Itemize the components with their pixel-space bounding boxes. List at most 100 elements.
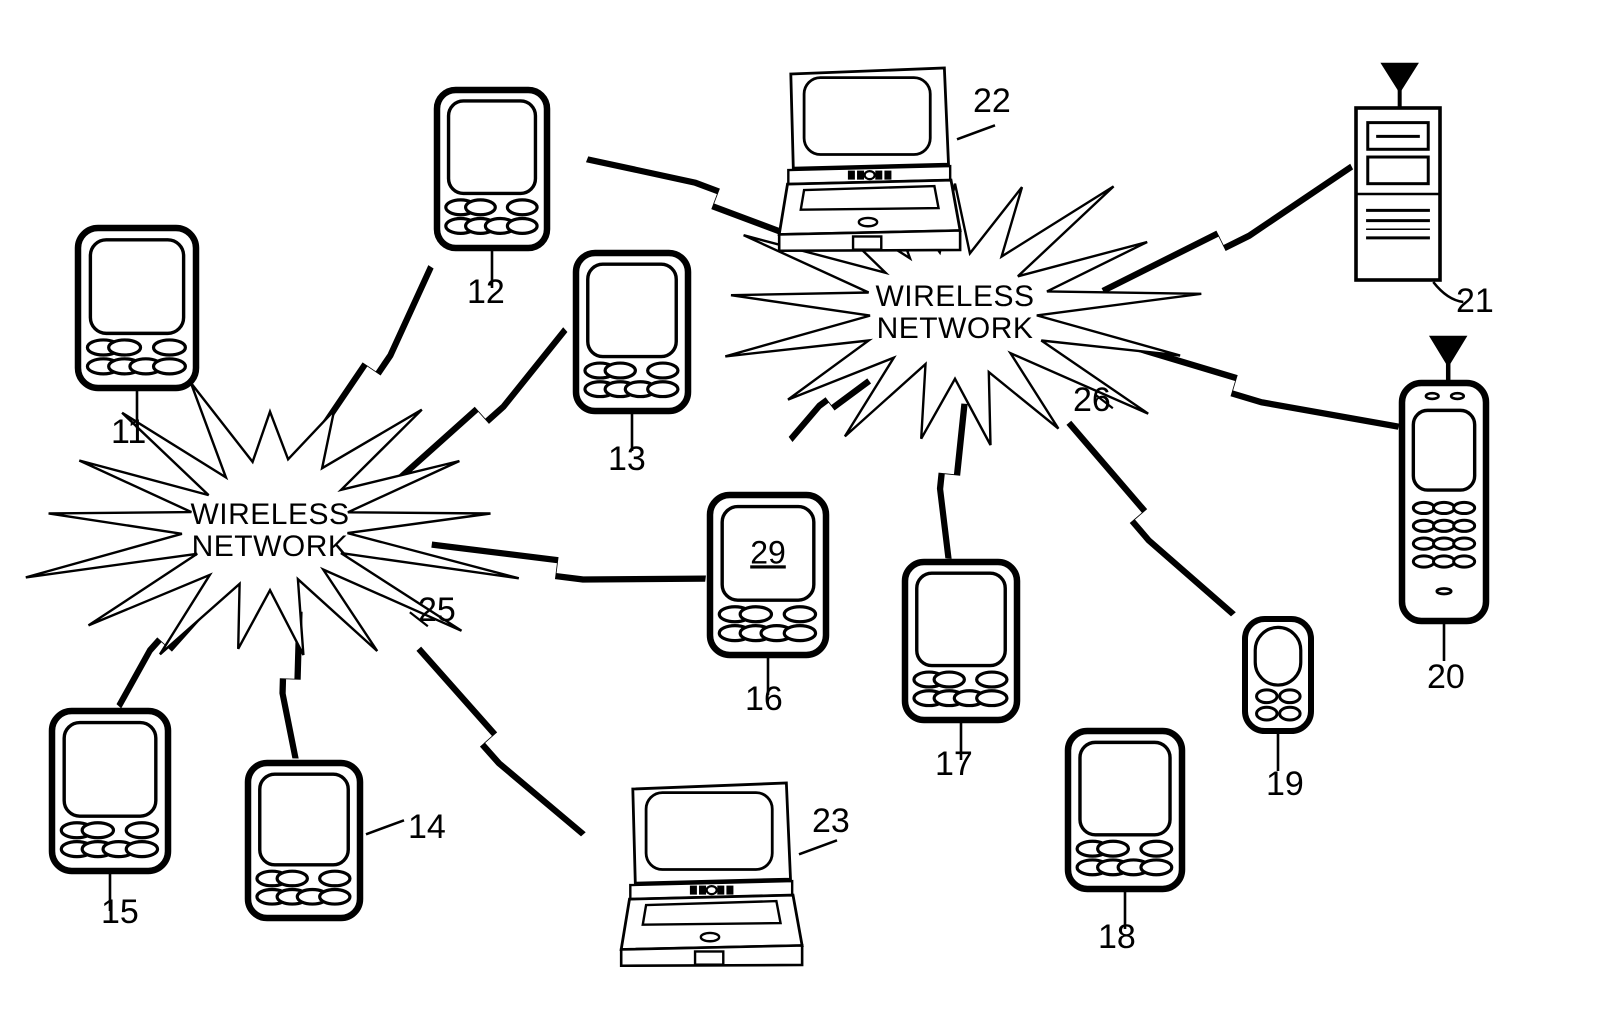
pda-button[interactable] [646, 380, 680, 399]
ref-20: 20 [1427, 658, 1465, 696]
pager-button[interactable] [1255, 705, 1279, 722]
laptop-keyboard[interactable] [641, 899, 782, 926]
network-label-line2: NETWORK [877, 312, 1034, 345]
phone-key[interactable] [1411, 536, 1436, 551]
laptop-indicator-icon [699, 885, 707, 895]
device-15-pda[interactable] [48, 707, 172, 875]
pda-button[interactable] [505, 216, 539, 235]
network-label-line2: NETWORK [192, 530, 349, 563]
pda-button[interactable] [738, 605, 774, 624]
pda-button[interactable] [107, 338, 143, 357]
ref-14: 14 [408, 808, 446, 846]
laptop-indicator-icon [717, 885, 725, 895]
pda-screen [586, 262, 678, 359]
link-26-16 [788, 378, 872, 443]
pda-screen-number: 29 [750, 534, 786, 570]
device-14-pda[interactable] [244, 759, 364, 922]
device-21-server[interactable] [1354, 62, 1442, 282]
laptop-keyboard[interactable] [799, 184, 940, 211]
phone-key[interactable] [1411, 500, 1436, 516]
pda-button[interactable] [505, 198, 539, 217]
pda-button[interactable] [975, 670, 1009, 689]
phone-key[interactable] [1411, 518, 1436, 533]
phone-key[interactable] [1432, 536, 1456, 551]
ref-leader-line [1432, 281, 1464, 304]
device-18-pda[interactable] [1064, 727, 1186, 893]
phone-key[interactable] [1432, 554, 1456, 569]
pda-button[interactable] [464, 198, 497, 217]
lightning-bolt-icon [431, 541, 706, 583]
leader-23 [798, 839, 838, 856]
pda-button[interactable] [975, 689, 1009, 708]
phone-key[interactable] [1411, 554, 1436, 569]
phone-speaker-dot [1449, 391, 1466, 401]
lightning-bolt-icon [936, 403, 968, 559]
pda-button[interactable] [124, 840, 160, 859]
link-25-14 [279, 611, 303, 759]
laptop-trackpad[interactable] [699, 931, 721, 943]
laptop-trackpad[interactable] [857, 216, 879, 228]
pda-button[interactable] [603, 361, 637, 380]
phone-screen [1411, 408, 1477, 492]
pda-button[interactable] [932, 670, 966, 689]
laptop-indicator-icon [875, 170, 883, 180]
laptop-screen [802, 76, 932, 156]
device-13-pda[interactable] [572, 249, 692, 415]
leader-14 [365, 819, 405, 836]
phone-key[interactable] [1452, 554, 1477, 569]
pda-button[interactable] [318, 887, 352, 906]
phone-key[interactable] [1432, 500, 1456, 516]
pager-button[interactable] [1278, 705, 1302, 722]
device-20-phone[interactable] [1398, 335, 1490, 625]
laptop-latch[interactable] [693, 950, 725, 966]
pda-button[interactable] [1139, 858, 1174, 877]
ref-leader-line [956, 124, 996, 141]
pda-button[interactable] [275, 869, 309, 888]
ref-11: 11 [111, 413, 146, 451]
phone-key[interactable] [1452, 518, 1477, 533]
pager-button[interactable] [1278, 688, 1302, 705]
pda-button[interactable] [80, 821, 116, 840]
ref-15: 15 [101, 893, 139, 931]
laptop-indicator-icon [705, 884, 718, 896]
ref-25: 25 [418, 591, 456, 629]
pager-button[interactable] [1255, 688, 1279, 705]
device-11-pda[interactable] [74, 224, 200, 392]
pda-button[interactable] [318, 869, 352, 888]
device-23-laptop[interactable] [619, 781, 804, 968]
pda-button[interactable] [151, 338, 187, 357]
phone-key[interactable] [1452, 500, 1477, 516]
laptop-indicator-icon [863, 170, 876, 181]
device-12-pda[interactable] [433, 86, 551, 252]
pda-screen [1078, 740, 1172, 837]
device-17-pda[interactable] [901, 558, 1021, 724]
device-22-laptop[interactable] [777, 66, 962, 253]
pda-button[interactable] [1139, 839, 1174, 858]
network-ref-leader [409, 611, 429, 628]
laptop-indicator-icon [726, 885, 734, 895]
pda-button[interactable] [151, 357, 187, 376]
phone-microphone [1435, 587, 1453, 596]
device-16-pda[interactable]: 29 [706, 491, 830, 659]
pda-screen [720, 504, 816, 602]
laptop-latch[interactable] [851, 235, 883, 251]
device-19-pager[interactable] [1242, 616, 1314, 734]
leader-22 [956, 124, 996, 141]
ref-26: 26 [1073, 381, 1111, 419]
pda-button[interactable] [1096, 839, 1131, 858]
phone-key[interactable] [1452, 536, 1477, 551]
phone-key[interactable] [1432, 518, 1456, 533]
pda-button[interactable] [646, 361, 680, 380]
pda-screen [915, 571, 1007, 668]
server-drive-bay [1366, 155, 1430, 186]
pda-button[interactable] [782, 605, 818, 624]
pda-button[interactable] [124, 821, 160, 840]
network-burst-outline [25, 381, 520, 656]
antenna-tip-icon [1428, 335, 1468, 368]
pda-button[interactable] [782, 624, 818, 643]
ref-19: 19 [1266, 765, 1304, 803]
ref-leader-line [798, 839, 838, 856]
